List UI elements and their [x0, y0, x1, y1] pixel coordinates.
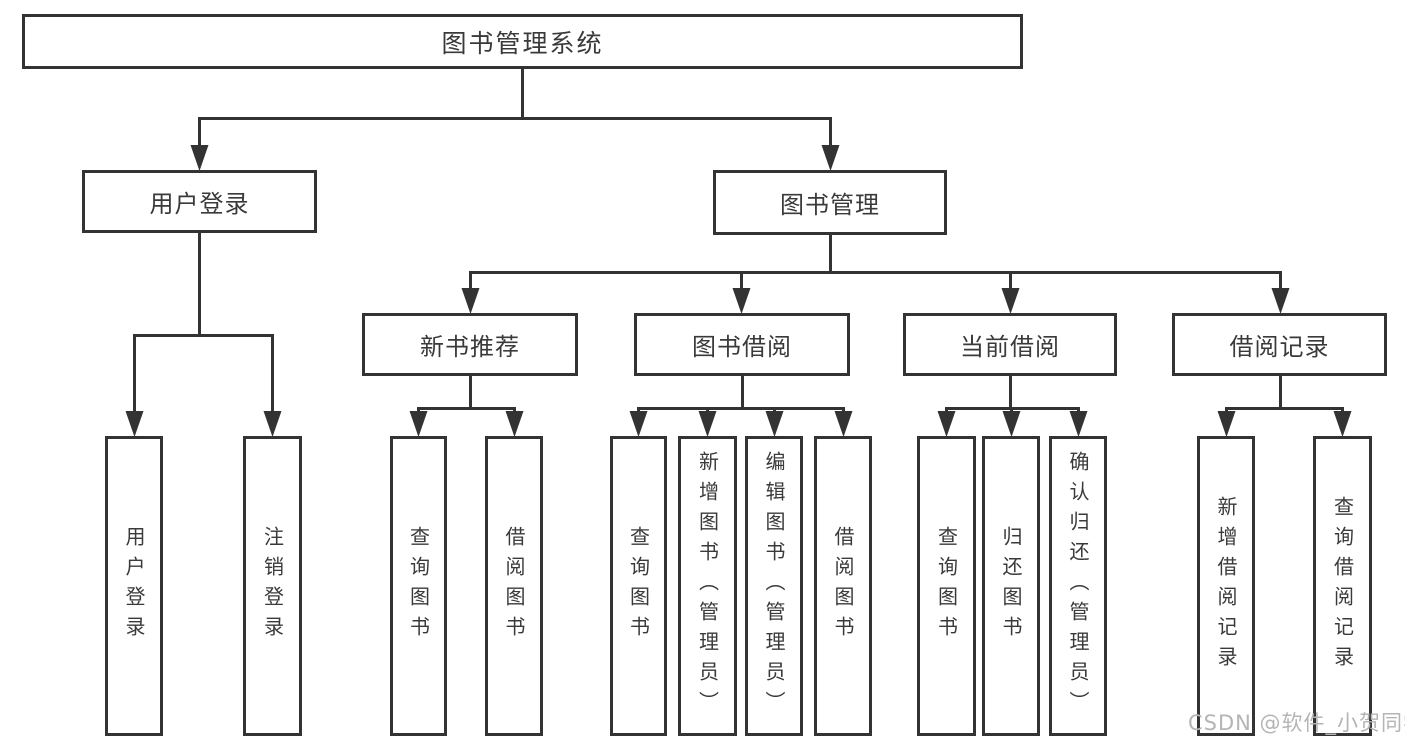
- connector-line: [198, 69, 832, 150]
- leaf-logout-label: 注销登录: [260, 526, 285, 646]
- leaf-user-login-label: 用户登录: [122, 526, 146, 646]
- connector-new-book-recommend-to-leaves: [409, 376, 524, 437]
- connector-borrow-record-to-leaves: [1217, 376, 1352, 437]
- node-book-management: 图书管理: [713, 170, 947, 235]
- arrowhead-icon: [1271, 288, 1290, 314]
- leaf-confirm-return-admin-label: 确认归还（管理员）: [1066, 451, 1090, 721]
- arrowhead-icon: [409, 411, 428, 437]
- connector-book-management-to-level3: [461, 235, 1290, 314]
- watermark-text: CSDN @软件_小贺同学: [1188, 711, 1405, 735]
- leaf-query-books-2: 查询图书: [610, 436, 667, 736]
- connector-line: [637, 376, 845, 416]
- node-current-borrow-label: 当前借阅: [960, 333, 1060, 361]
- arrowhead-icon: [1002, 411, 1021, 437]
- arrowhead-icon: [190, 145, 209, 171]
- leaf-return-books-label: 归还图书: [999, 526, 1023, 646]
- node-new-book-recommend-label: 新书推荐: [420, 333, 520, 361]
- arrowhead-icon: [461, 288, 480, 314]
- leaf-add-books-admin: 新增图书（管理员）: [678, 436, 737, 736]
- leaf-query-books-1-label: 查询图书: [406, 526, 431, 646]
- node-current-borrow: 当前借阅: [903, 313, 1117, 376]
- leaf-edit-books-admin: 编辑图书（管理员）: [745, 436, 803, 736]
- leaf-return-books: 归还图书: [982, 436, 1040, 736]
- leaf-query-borrow-record-label: 查询借阅记录: [1330, 496, 1355, 676]
- node-root: 图书管理系统: [22, 14, 1023, 69]
- arrowhead-icon: [937, 411, 956, 437]
- node-book-management-label: 图书管理: [780, 191, 880, 219]
- connector-line: [469, 235, 1282, 293]
- leaf-add-borrow-record-label: 新增借阅记录: [1214, 496, 1238, 676]
- connector-line: [417, 376, 516, 416]
- leaf-query-borrow-record: 查询借阅记录: [1313, 436, 1372, 736]
- node-book-borrow-label: 图书借阅: [692, 333, 792, 361]
- leaf-query-books-3-label: 查询图书: [934, 526, 959, 646]
- connector-line: [1225, 376, 1344, 416]
- arrowhead-icon: [263, 411, 282, 437]
- leaf-query-books-2-label: 查询图书: [626, 526, 651, 646]
- arrowhead-icon: [834, 411, 853, 437]
- node-user-login: 用户登录: [82, 170, 317, 233]
- arrowhead-icon: [125, 411, 144, 437]
- arrowhead-icon: [765, 411, 784, 437]
- connector-book-borrow-to-leaves: [629, 376, 853, 437]
- connector-line: [133, 233, 274, 416]
- arrowhead-icon: [1333, 411, 1352, 437]
- node-new-book-recommend: 新书推荐: [362, 313, 578, 376]
- leaf-user-login: 用户登录: [105, 436, 163, 736]
- arrowhead-icon: [505, 411, 524, 437]
- arrowhead-icon: [1001, 288, 1020, 314]
- leaf-borrow-books-2-label: 借阅图书: [831, 526, 855, 646]
- arrowhead-icon: [629, 411, 648, 437]
- node-user-login-label: 用户登录: [149, 190, 250, 218]
- connector-current-borrow-to-leaves: [937, 376, 1088, 437]
- leaf-add-books-admin-label: 新增图书（管理员）: [695, 451, 720, 721]
- leaf-borrow-books-1-label: 借阅图书: [502, 526, 526, 646]
- arrowhead-icon: [821, 145, 840, 171]
- arrowhead-icon: [732, 288, 751, 314]
- leaf-logout: 注销登录: [243, 436, 302, 736]
- node-borrow-record-label: 借阅记录: [1229, 333, 1330, 361]
- leaf-confirm-return-admin: 确认归还（管理员）: [1049, 436, 1107, 736]
- leaf-query-books-3: 查询图书: [917, 436, 976, 736]
- node-borrow-record: 借阅记录: [1172, 313, 1387, 376]
- leaf-query-books-1: 查询图书: [390, 436, 447, 736]
- node-root-label: 图书管理系统: [441, 28, 604, 58]
- arrowhead-icon: [698, 411, 717, 437]
- leaf-borrow-books-2: 借阅图书: [814, 436, 872, 736]
- leaf-edit-books-admin-label: 编辑图书（管理员）: [762, 451, 786, 721]
- leaf-add-borrow-record: 新增借阅记录: [1197, 436, 1255, 736]
- connector-user-login-to-leaves: [125, 233, 282, 437]
- leaf-borrow-books-1: 借阅图书: [485, 436, 543, 736]
- arrowhead-icon: [1069, 411, 1088, 437]
- arrowhead-icon: [1217, 411, 1236, 437]
- node-book-borrow: 图书借阅: [634, 313, 850, 376]
- connector-root-to-level2: [190, 69, 840, 171]
- connector-line: [945, 376, 1080, 416]
